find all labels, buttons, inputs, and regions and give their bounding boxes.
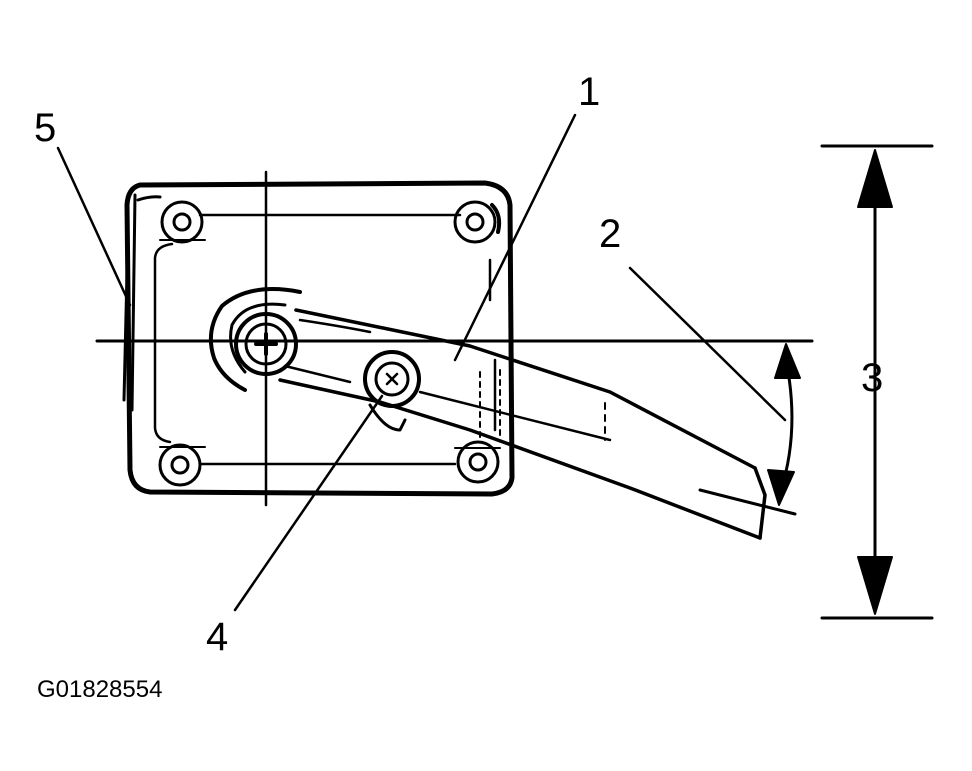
angle-arrow [767, 343, 801, 506]
base-plate-outline [124, 180, 515, 497]
callout-4: 4 [206, 615, 229, 659]
leader-line-2 [628, 266, 787, 422]
angle-reference-line [698, 488, 797, 516]
leader-line-1 [453, 113, 577, 362]
figure-code: G01828554 [37, 676, 163, 703]
height-dimension [820, 144, 934, 620]
callout-2: 2 [599, 212, 622, 256]
callout-3: 3 [861, 356, 884, 400]
mounting-hole-top-left [159, 200, 206, 244]
mounting-hole-top-right [453, 200, 502, 244]
mounting-hole-bottom-right [454, 440, 501, 484]
pivot-boss [208, 287, 302, 392]
base-plate-edge-shading [122, 193, 162, 412]
mounting-hole-bottom-left [158, 443, 206, 487]
latch-lever [278, 308, 767, 540]
leader-line-4 [233, 394, 384, 612]
lever-screw [363, 350, 421, 408]
callout-5: 5 [34, 106, 57, 150]
callout-1: 1 [578, 70, 601, 114]
base-plate-inner-outline [153, 213, 497, 466]
leader-line-5 [56, 146, 132, 307]
pivot-screw [234, 312, 298, 376]
